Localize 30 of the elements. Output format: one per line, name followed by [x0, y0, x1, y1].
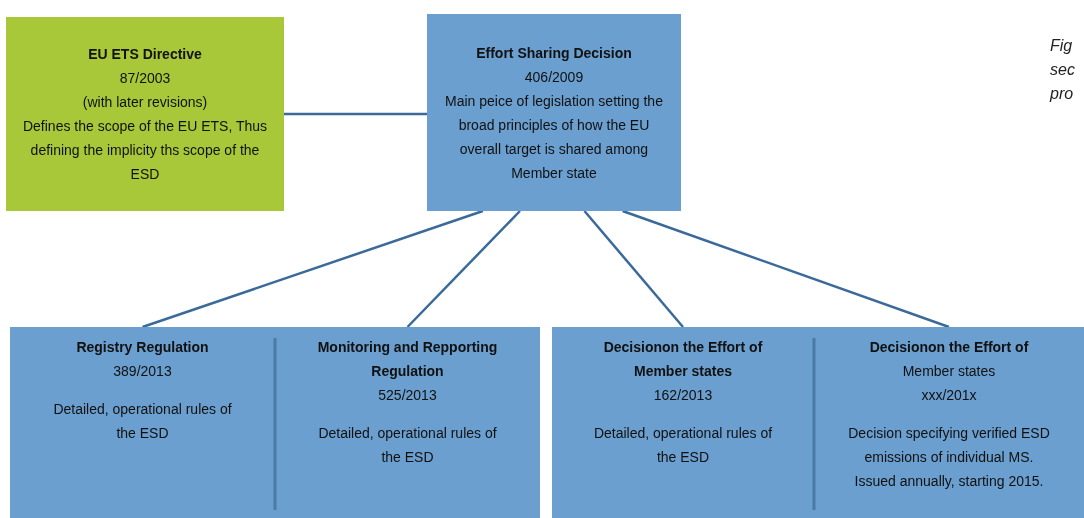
box-text: 525/2013: [378, 386, 437, 405]
box-text: 389/2013: [113, 362, 172, 381]
panel-background: [552, 327, 1084, 518]
box-text: xxx/201x: [921, 386, 977, 405]
box-text: 406/2009: [524, 67, 584, 87]
document-box: [6, 17, 284, 211]
connector-line: [622, 209, 950, 329]
connector-line: [142, 209, 484, 329]
box-text: Defines the scope of the EU ETS, Thus defining the implicity ths scope of the ESD: [21, 117, 269, 184]
panel-background: [10, 327, 540, 518]
caption-text: Fig sec pro: [1050, 36, 1076, 104]
document-box: [427, 14, 681, 211]
box-heading: EU ETS Directive: [88, 45, 202, 64]
box-heading: Decisionon the Effort of: [869, 338, 1029, 357]
box-heading: Monitoring and Repporting Regulation: [316, 338, 499, 381]
box-text: 162/2013: [653, 386, 713, 405]
box-heading: Effort Sharing Decision: [476, 43, 632, 63]
connector-line: [583, 210, 684, 328]
connector-line: [284, 112, 427, 116]
box-text: Decision specifying verified ESD emissions of individual MS. Issued annually, starting 2015.: [848, 424, 1050, 491]
box-text: 87/2003: [119, 69, 171, 88]
box-heading: Registry Regulation: [76, 338, 209, 357]
box-text: Detailed, operational rules of the ESD: [317, 424, 498, 467]
box-text: Main peice of legislation setting the broad principles of how the EU overall target is shared among Member state: [444, 91, 664, 183]
box-text: Detailed, operational rules of the ESD: [52, 400, 233, 443]
connector-line: [406, 210, 521, 328]
box-text: (with later revisions): [82, 93, 208, 112]
box-text: Detailed, operational rules of the ESD: [592, 424, 774, 467]
box-heading: Decisionon the Effort of Member states: [602, 338, 764, 381]
box-text: Member states: [902, 362, 996, 381]
